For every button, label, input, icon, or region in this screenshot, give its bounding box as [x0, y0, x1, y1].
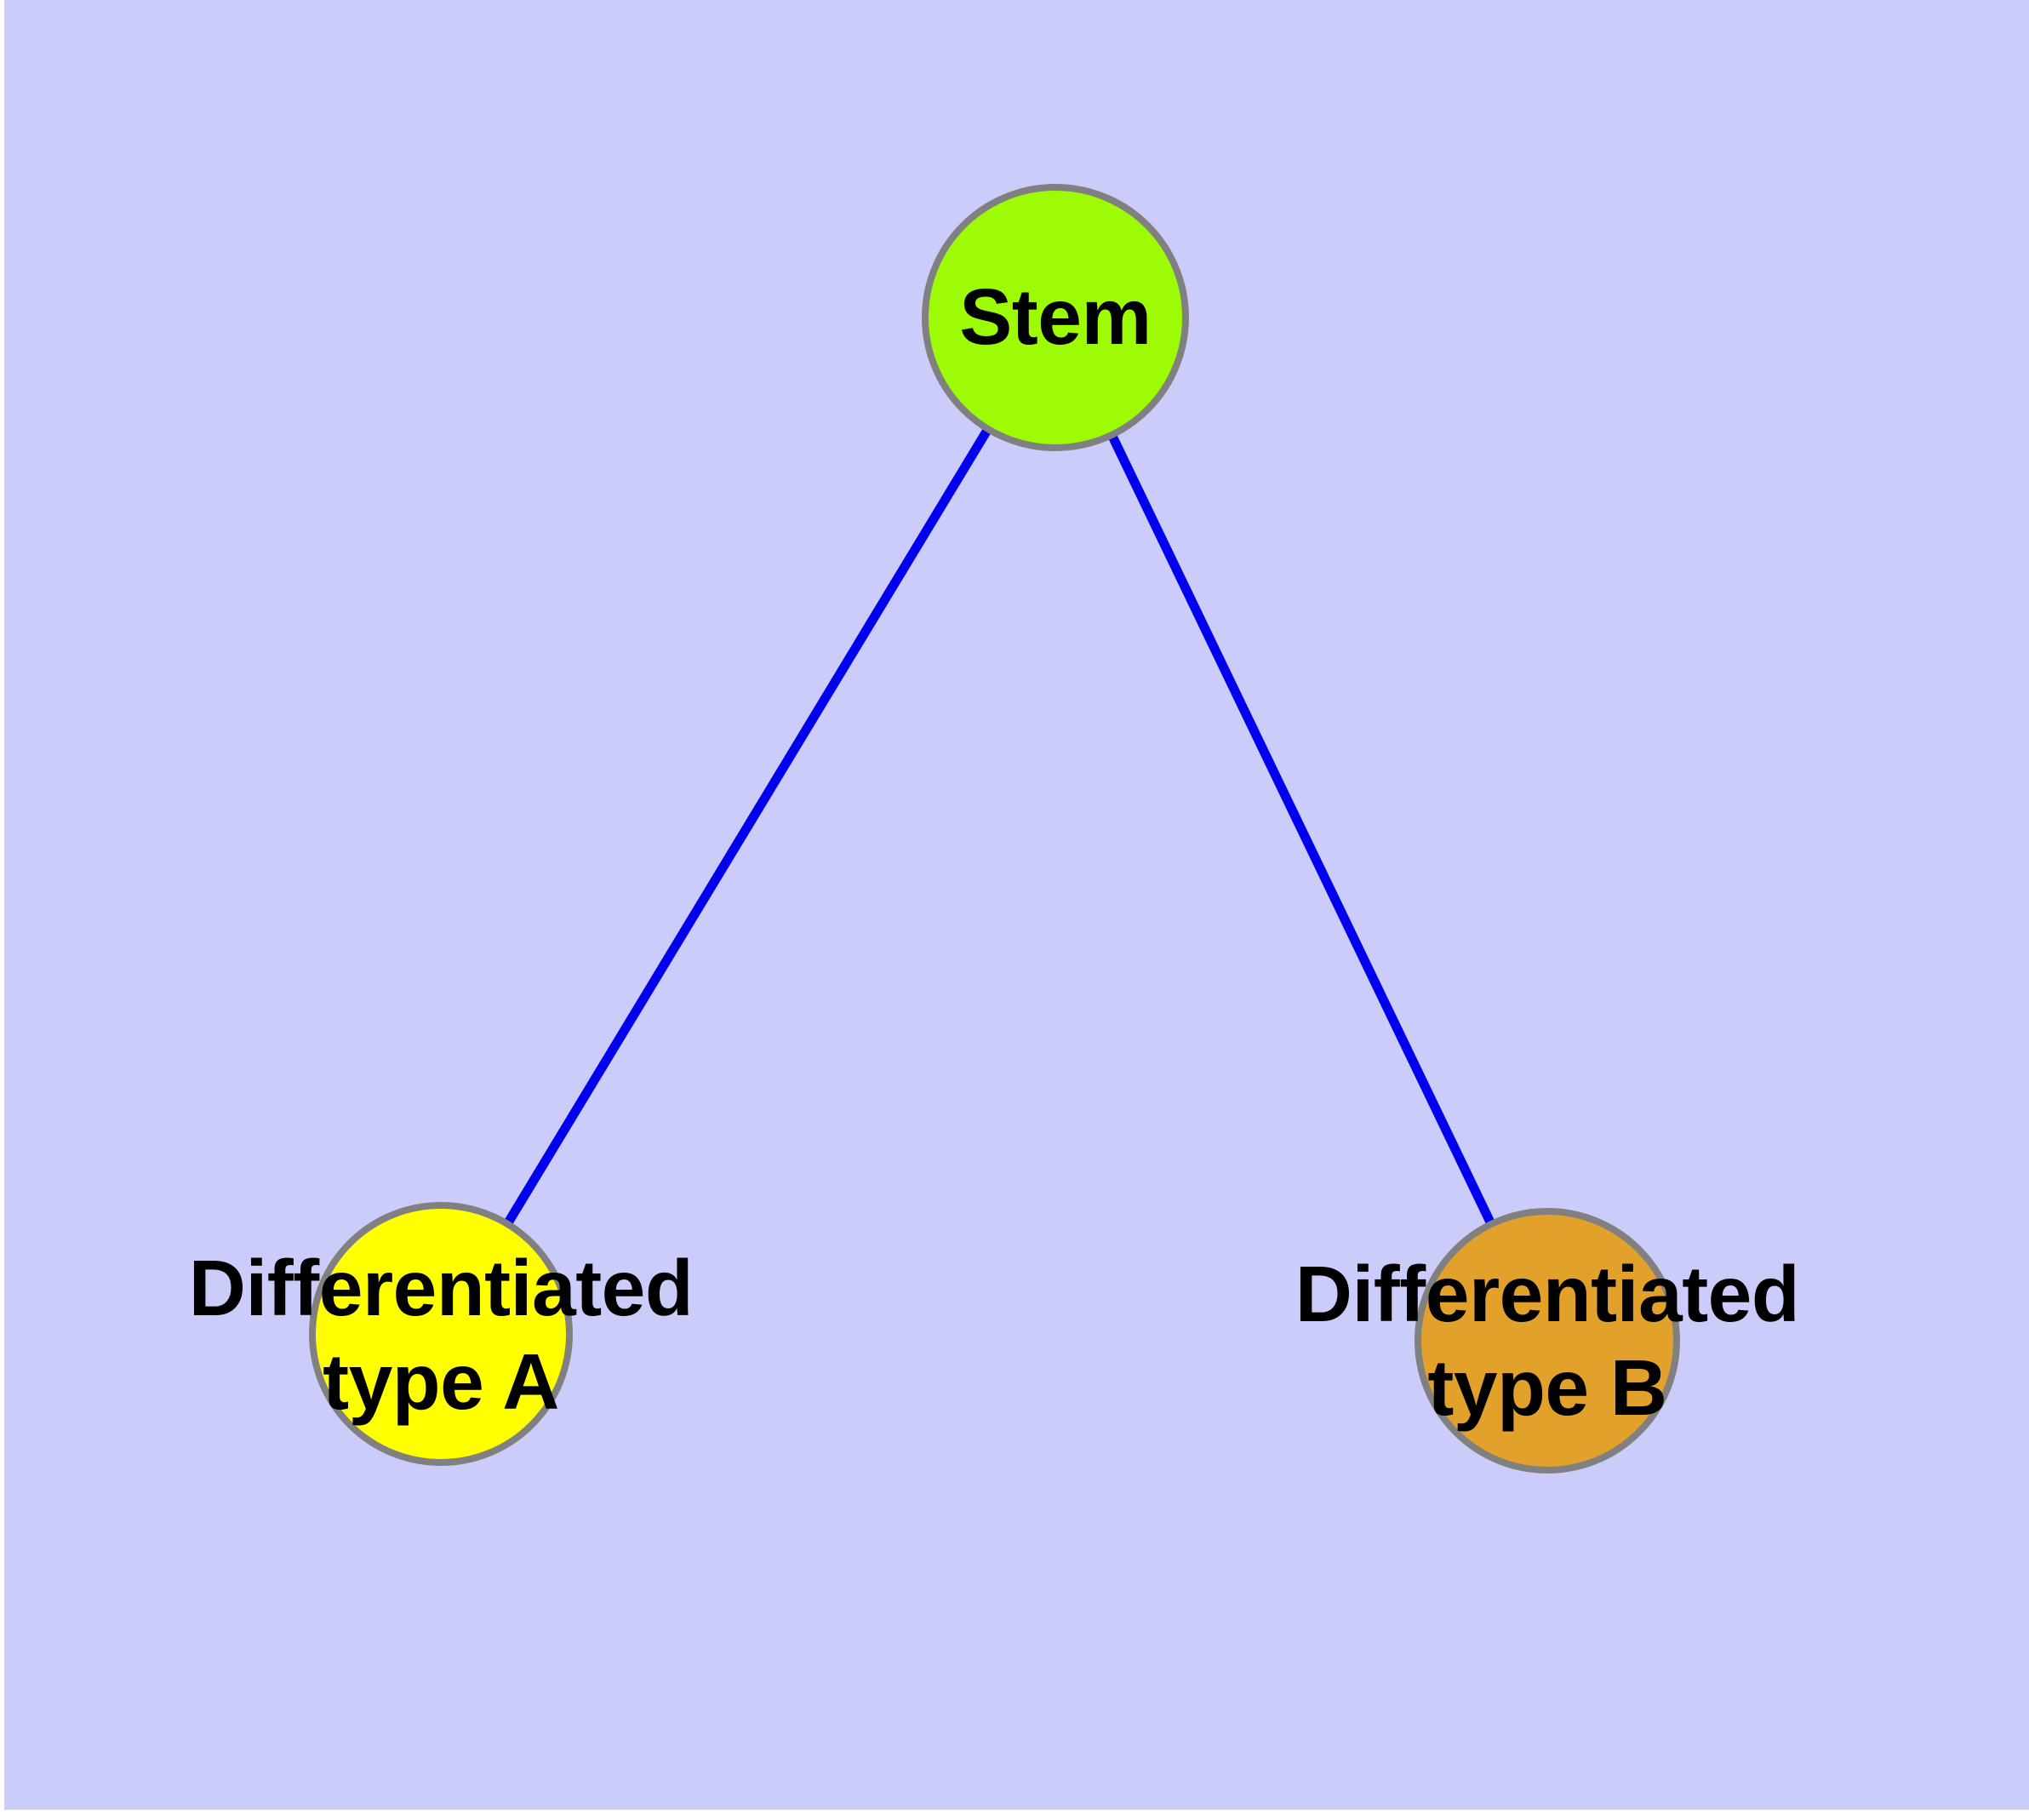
edges-layer	[437, 315, 1552, 1343]
nodes-layer	[309, 184, 1680, 1474]
graph-node-stem[interactable]	[922, 184, 1189, 451]
graph-edge	[437, 315, 1060, 1336]
graph-edge	[1051, 315, 1552, 1343]
graph-node-diffB[interactable]	[1415, 1208, 1680, 1474]
graph-node-diffA[interactable]	[309, 1202, 573, 1466]
